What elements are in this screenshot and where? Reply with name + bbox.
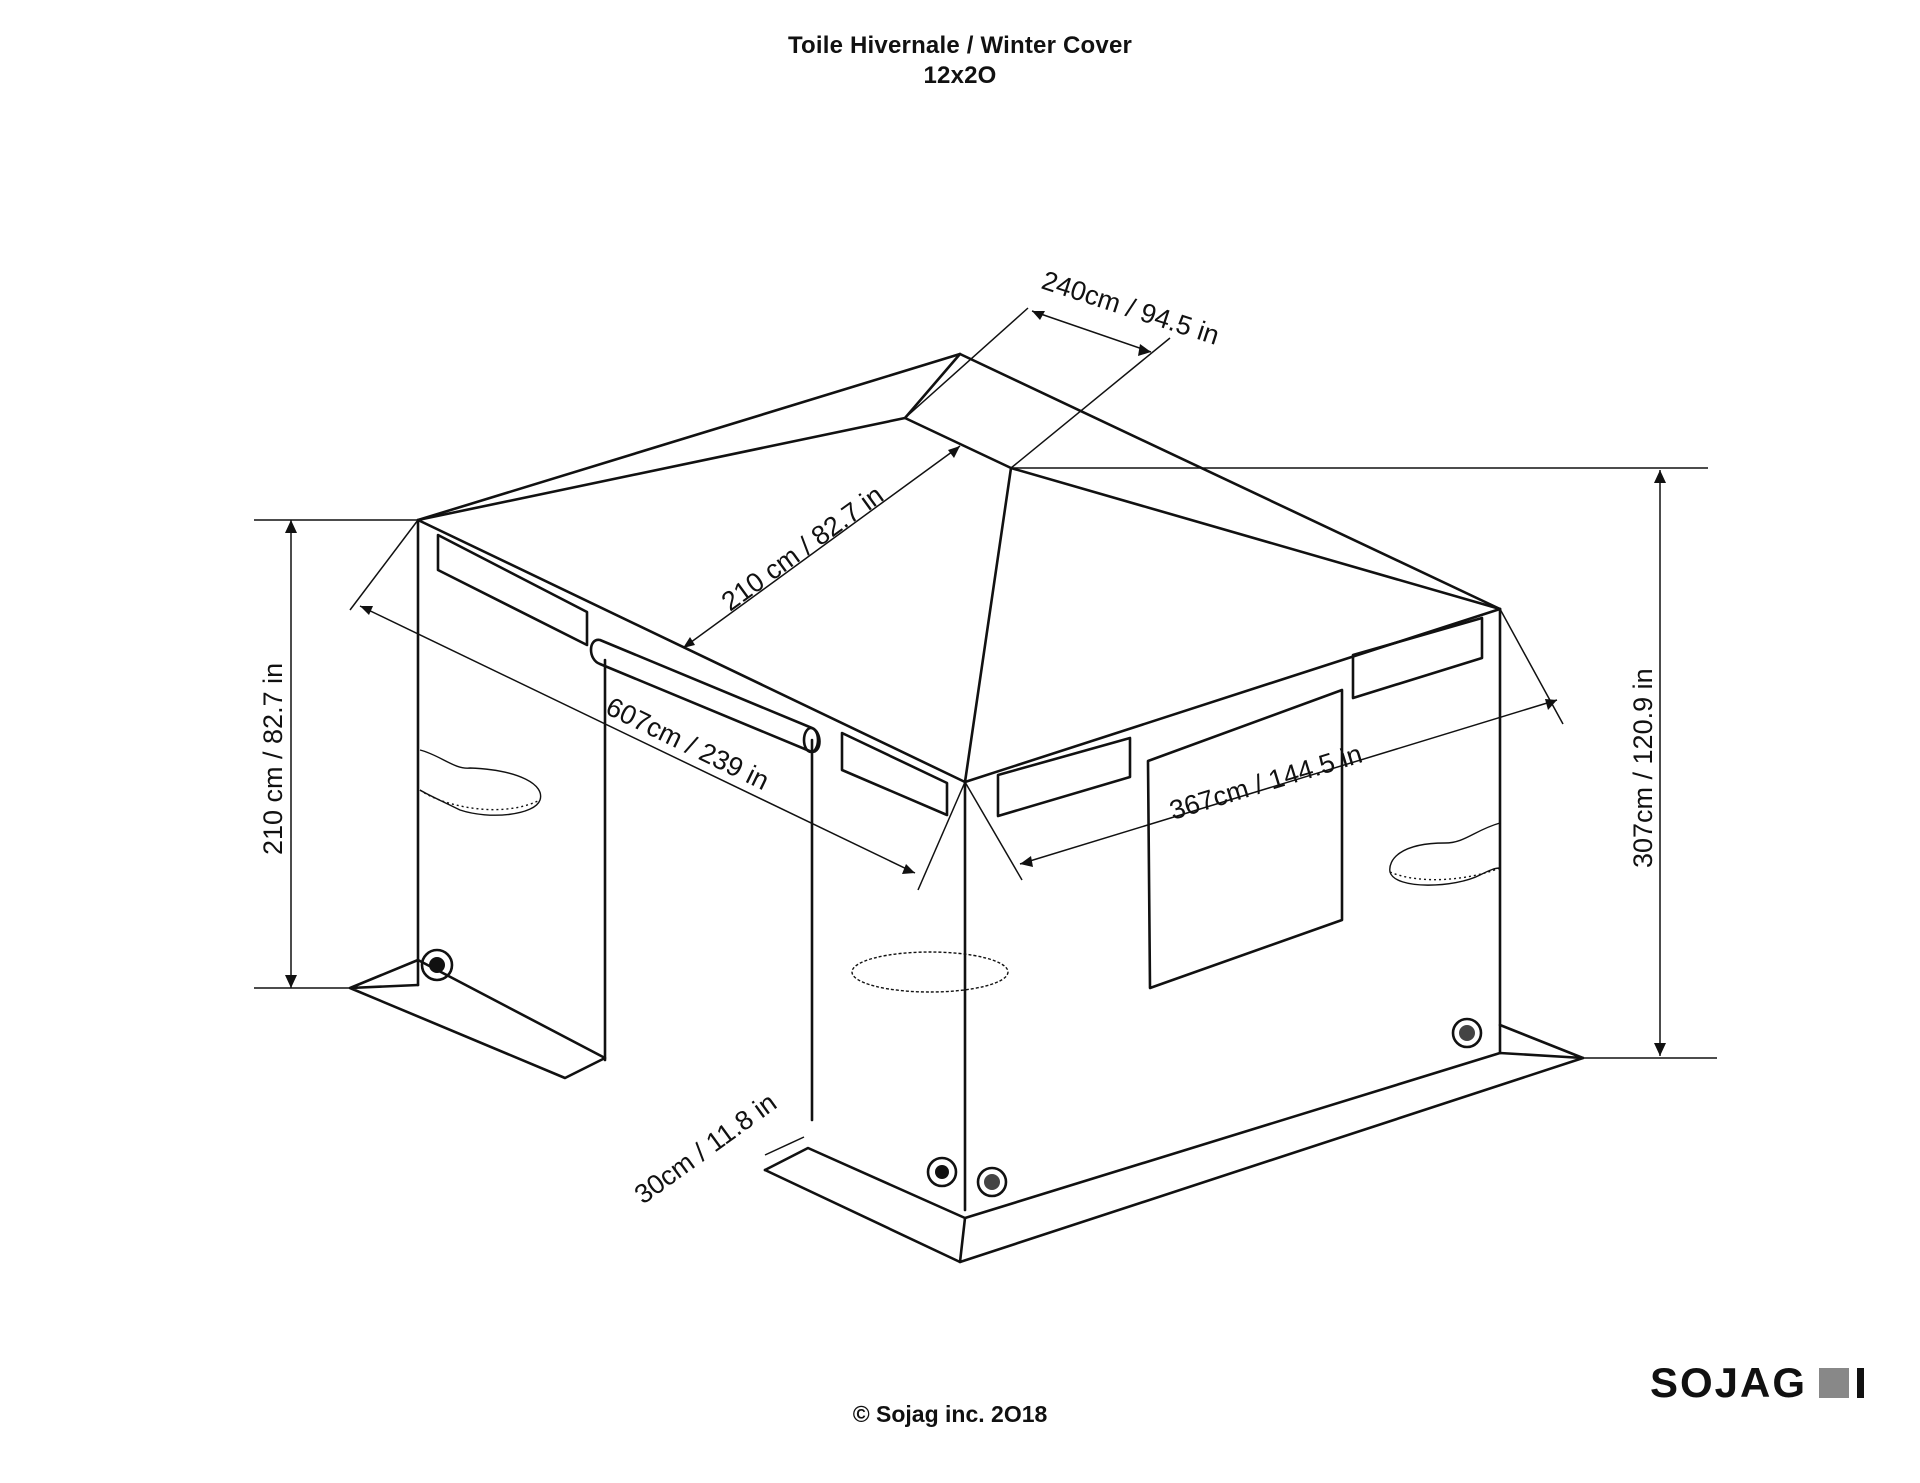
front-wall <box>840 731 1009 1212</box>
dimension-lines <box>254 307 1717 1156</box>
arrowheads <box>285 311 1666 1056</box>
logo-text: SOJAG <box>1650 1359 1808 1406</box>
base-skirt <box>763 1023 1585 1264</box>
logo-square-icon <box>1819 1368 1850 1398</box>
diagram-subtitle: 12x2O <box>923 62 997 89</box>
diagram-title: Toile Hivernale / Winter Cover <box>787 32 1133 59</box>
sojag-logo: SOJAG <box>1650 1358 1865 1408</box>
length-label: 607cm / 239 in <box>601 691 773 796</box>
copyright-notice: © Sojag inc. 2O18 <box>852 1401 1048 1427</box>
width-label: 367cm / 144.5 in <box>1166 739 1366 826</box>
roof-slope-label: 210 cm / 82.7 in <box>716 480 889 617</box>
peak-width-label: 240cm / 94.5 in <box>1038 265 1223 351</box>
wall-height-label: 210 cm / 82.7 in <box>258 663 288 855</box>
logo-bar-icon <box>1857 1368 1865 1398</box>
left-wall <box>348 520 607 1080</box>
rolled-door <box>589 638 821 1122</box>
skirt-label: 30cm / 11.8 in <box>629 1087 782 1210</box>
roof <box>416 352 1502 784</box>
right-wall <box>996 607 1502 1055</box>
total-height-label: 307cm / 120.9 in <box>1628 668 1658 868</box>
